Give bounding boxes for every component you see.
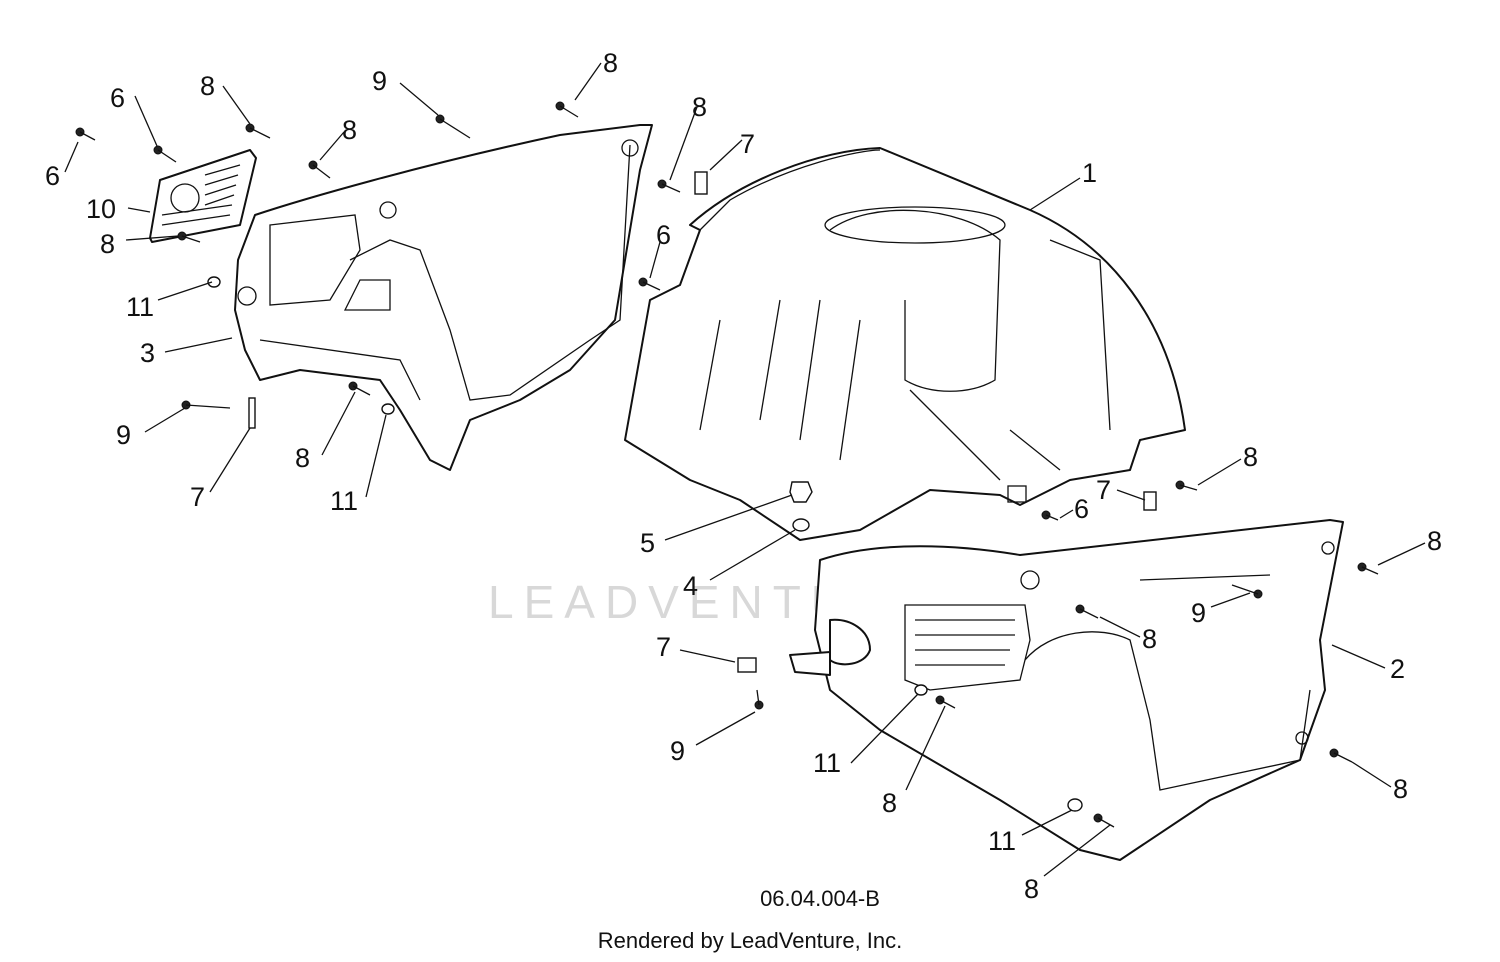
callout-7: 7: [190, 482, 205, 512]
washer-icon: [914, 684, 928, 696]
washer-icon: [1067, 798, 1083, 812]
callout-5: 5: [640, 528, 655, 558]
callout-6: 6: [110, 83, 125, 113]
callout-11: 11: [813, 748, 841, 778]
drawing-number: 06.04.004-B: [760, 886, 880, 911]
screw-icon: [245, 123, 271, 139]
bolt-icon: [435, 114, 471, 139]
callout-6: 6: [656, 220, 671, 250]
bolt-icon: [153, 145, 177, 163]
callout-11: 11: [126, 292, 154, 322]
callout-9: 9: [116, 420, 131, 450]
part-1-shroud: [624, 147, 1186, 541]
callout-2: 2: [1390, 654, 1405, 684]
callout-8: 8: [692, 92, 707, 122]
callout-8: 8: [295, 443, 310, 473]
leader-lines: [64, 62, 1426, 877]
callout-9: 9: [670, 736, 685, 766]
clip-icon: [694, 171, 708, 195]
washer-icon: [792, 518, 810, 532]
callout-8: 8: [342, 115, 357, 145]
callout-9: 9: [1191, 598, 1206, 628]
clip-icon: [1143, 491, 1157, 511]
callout-8: 8: [1427, 526, 1442, 556]
part-3-left-panel: [234, 124, 653, 471]
callout-8: 8: [1142, 624, 1157, 654]
callouts: 1 2 3 4 5 6 6 6 6 7 7 7 7 8 8 8 8 8 8 8 …: [45, 48, 1442, 904]
washer-icon: [207, 276, 221, 288]
bolt-icon: [75, 127, 96, 141]
clip-icon: [248, 397, 256, 429]
callout-11: 11: [330, 486, 358, 516]
hardware: [75, 101, 1379, 828]
screw-icon: [348, 381, 371, 396]
callout-6: 6: [45, 161, 60, 191]
bolt-icon: [1041, 510, 1059, 521]
callout-4: 4: [683, 571, 698, 601]
bolt-icon: [638, 277, 661, 291]
screw-icon: [1175, 480, 1198, 491]
callout-1: 1: [1082, 158, 1097, 188]
callout-11: 11: [988, 826, 1016, 856]
bolt-icon: [754, 689, 764, 710]
callout-7: 7: [656, 632, 671, 662]
callout-8: 8: [1393, 774, 1408, 804]
callout-7: 7: [740, 129, 755, 159]
part-2-right-panel: [789, 519, 1344, 861]
callout-9: 9: [372, 66, 387, 96]
callout-8: 8: [1243, 442, 1258, 472]
part-10-screen-plate: [149, 149, 257, 243]
callout-8: 8: [1024, 874, 1039, 904]
callout-8: 8: [100, 229, 115, 259]
callout-10: 10: [86, 194, 116, 224]
screw-icon: [555, 101, 579, 118]
callout-3: 3: [140, 338, 155, 368]
washer-icon: [381, 403, 395, 415]
screw-icon: [1075, 604, 1099, 619]
screw-icon: [308, 160, 331, 179]
callout-8: 8: [200, 71, 215, 101]
bolt-icon: [181, 400, 231, 410]
screw-icon: [1329, 748, 1353, 763]
screw-icon: [1357, 562, 1379, 575]
screw-icon: [935, 695, 956, 709]
callout-8: 8: [882, 788, 897, 818]
clip-icon: [737, 657, 757, 673]
bolt-icon: [1231, 584, 1263, 599]
nut-icon: [789, 481, 813, 503]
credit-line: Rendered by LeadVenture, Inc.: [597, 928, 903, 953]
screw-icon: [657, 179, 681, 193]
callout-6: 6: [1074, 494, 1089, 524]
screw-icon: [1093, 813, 1115, 828]
callout-8: 8: [603, 48, 618, 78]
callout-7: 7: [1096, 475, 1111, 505]
